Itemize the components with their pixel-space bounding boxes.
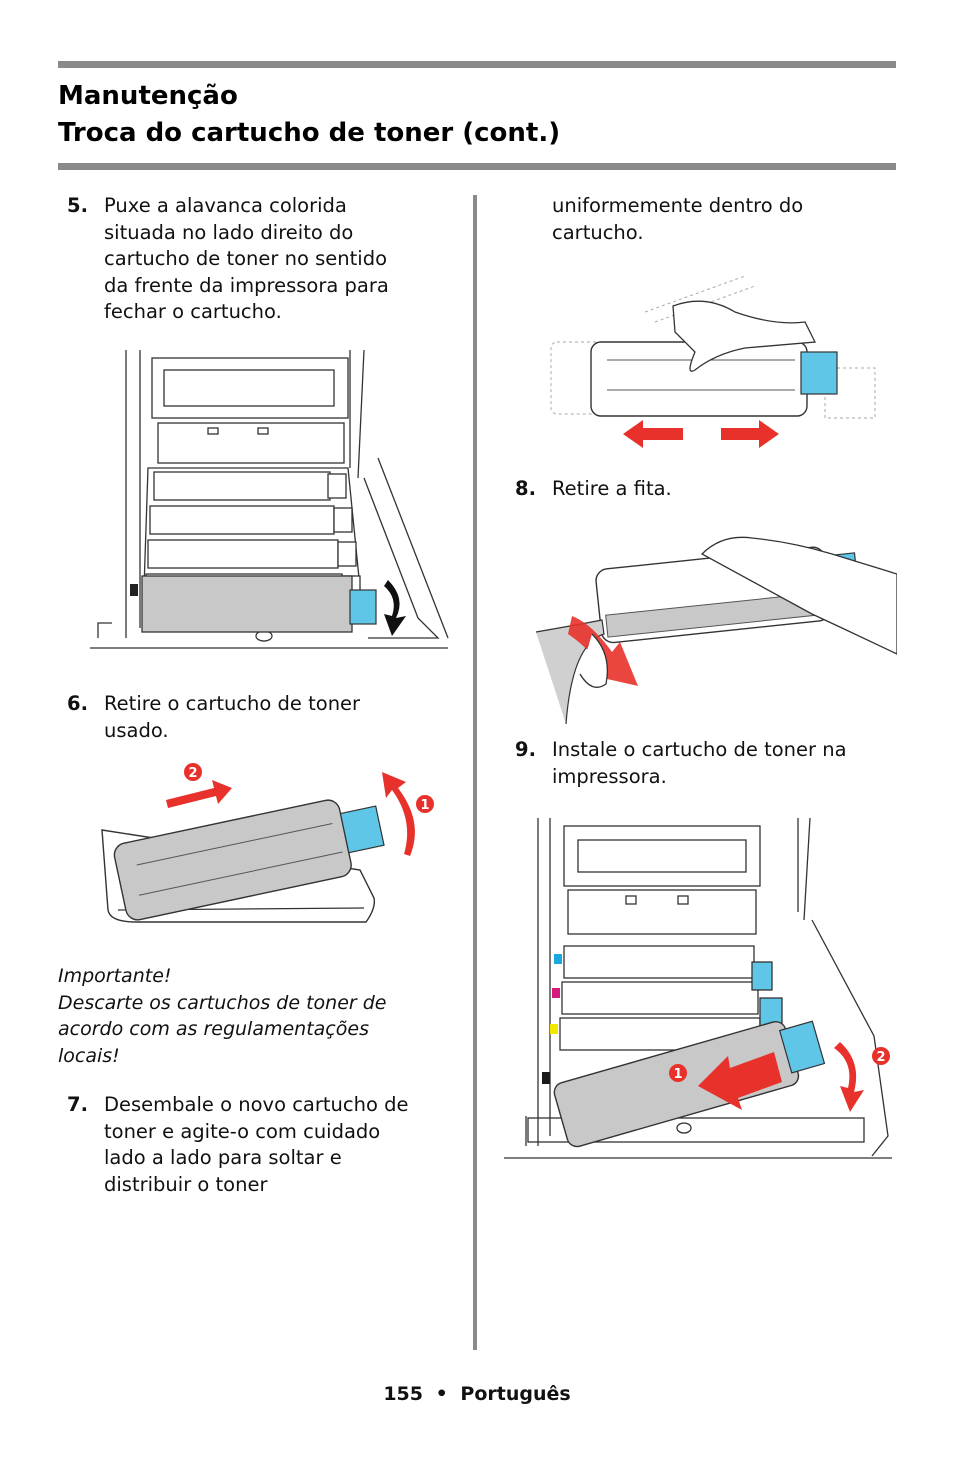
callout-1-label: 1 [673,1067,682,1082]
step-line: da frente da impressora para [104,273,389,297]
hand-icon [672,300,817,372]
callout-2 [184,763,202,781]
rotate-lever-arrow-icon [834,1042,864,1112]
step-number: 8. [515,477,536,500]
step-line: usado. [104,718,169,742]
step-line: Puxe a alavanca colorida [104,194,347,217]
cyan-marker [554,954,562,964]
step-text: Puxe a alavanca colorida situada no lado… [104,193,389,326]
figure-close-lever [90,349,449,649]
pull-arrow-icon [166,780,232,808]
rotate-arrow-icon [384,580,406,636]
step-text: Retire o cartucho de toner usado. [104,691,360,744]
page-number: 155 [383,1383,423,1405]
step-text: Retire a fita. [552,476,672,503]
step-line: lado a lado para soltar e [104,1146,342,1169]
top-rule [58,61,896,68]
figure-shake-cartridge [550,275,876,448]
note-line: acordo com as regulamentações [58,1018,369,1040]
shake-left-arrow-icon [623,420,683,448]
step-line: cartucho de toner no sentido [104,247,387,270]
callout-2-label: 2 [188,766,197,781]
bottom-title-rule [58,163,896,170]
step-line: toner e agite-o com cuidado [104,1119,381,1143]
step-line: impressora. [552,764,667,788]
callout-1 [669,1064,687,1082]
note-line: Descarte os cartuchos de toner de [58,991,387,1014]
blue-lever [349,589,377,625]
lift-arrow-icon [382,772,415,856]
figure-install-cartridge: 1 2 [504,817,892,1159]
step-line: uniformemente dentro do [552,194,804,217]
used-toner-cartridge [141,575,353,633]
step-line: distribuir o toner [104,1172,268,1196]
column-divider [473,195,477,1350]
step-text: Desembale o novo cartucho de toner e agi… [104,1092,408,1198]
hand-icon [700,536,897,655]
page-title: Manutenção Troca do cartucho de toner (c… [58,78,560,152]
title-line-1: Manutenção [58,81,238,111]
step-text: Instale o cartucho de toner na impressor… [552,737,847,790]
magenta-marker [552,988,560,998]
figure-remove-cartridge: 2 1 [101,763,434,923]
step-number: 9. [515,738,536,761]
step-number: 7. [67,1093,88,1116]
callout-1 [416,795,434,813]
yellow-marker [550,1024,558,1034]
step-line: Instale o cartucho de toner na [552,738,847,761]
figure-remove-tape [535,536,897,725]
step-7-continuation: uniformemente dentro do cartucho. [552,193,882,246]
note-heading: Importante! [58,965,172,987]
step-line: Retire o cartucho de toner [104,692,361,715]
black-marker [542,1072,550,1084]
callout-1-label: 1 [420,798,429,813]
step-line: fechar o cartucho. [104,300,282,323]
step-number: 6. [67,692,88,715]
callout-2 [872,1047,890,1065]
step-line: Desembale o novo cartucho de [104,1093,409,1116]
step-line: situada no lado direito do [104,220,354,244]
title-line-2: Troca do cartucho de toner (cont.) [58,118,561,148]
step-number: 5. [67,194,88,217]
shake-right-arrow-icon [721,420,779,448]
step-line: cartucho. [552,220,644,244]
page-footer: 155 • Português [0,1383,954,1405]
callout-2-label: 2 [876,1050,885,1065]
footer-language: Português [460,1383,571,1405]
step-line: Retire a fita. [552,477,672,500]
note-line: locais! [58,1044,120,1067]
insert-arrow-icon [698,1052,782,1110]
footer-separator: • [435,1383,448,1405]
important-note: Importante! Descarte os cartuchos de ton… [58,963,448,1069]
